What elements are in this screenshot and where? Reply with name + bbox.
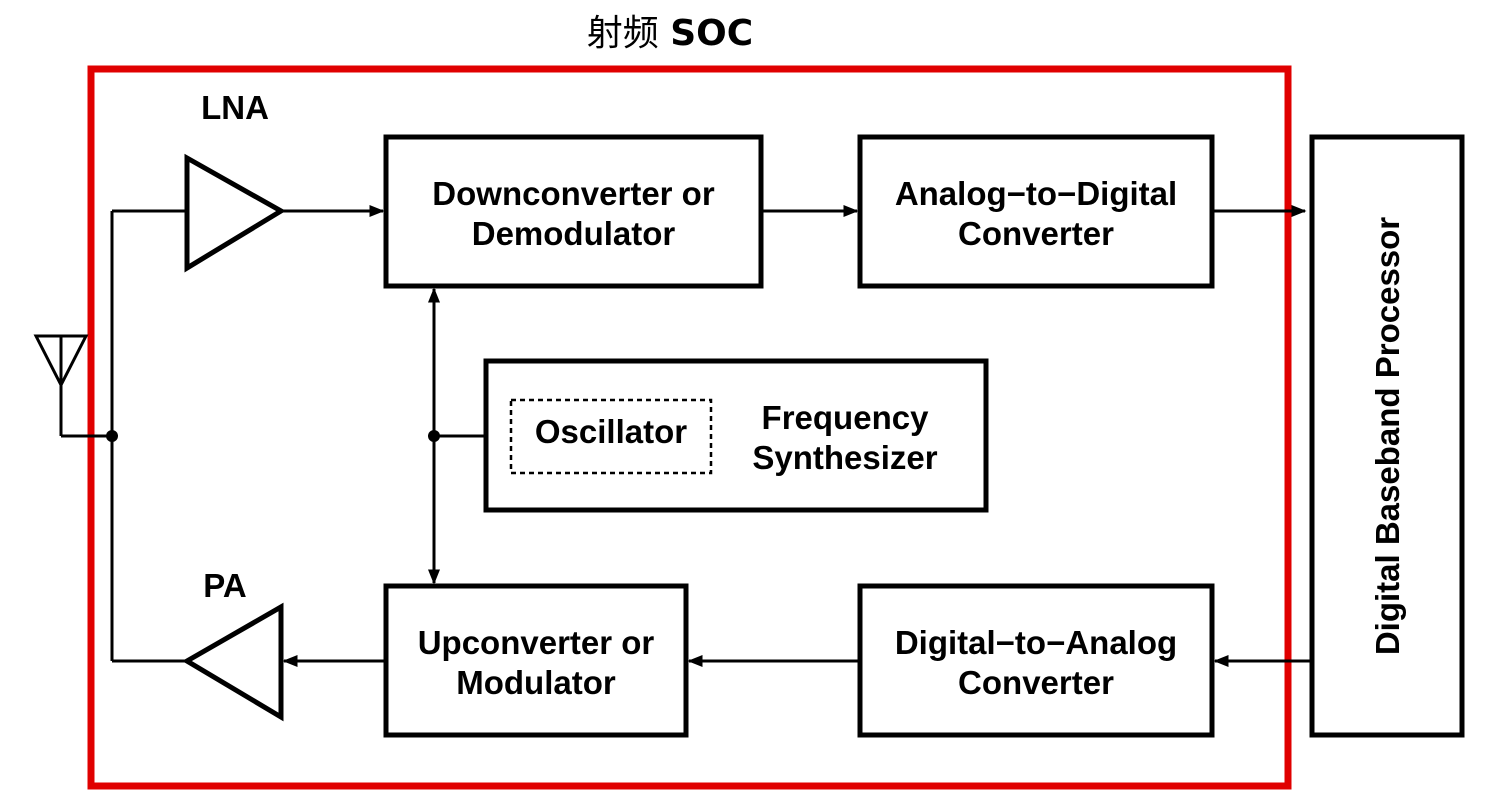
- dac-line1: Digital−to−Analog: [894, 624, 1178, 661]
- dsp-label: Digital Baseband Processor: [1369, 216, 1406, 656]
- downconverter-line1: Downconverter or: [432, 175, 715, 212]
- title-soc: SOC: [670, 13, 754, 54]
- downconverter-block: [383, 134, 764, 289]
- downconverter-line2: Demodulator: [471, 215, 676, 252]
- title-cn: 射频: [586, 13, 659, 54]
- soc-boundary: [87, 65, 1292, 790]
- oscillator-dashed-box: [509, 398, 713, 475]
- antenna-junction-dot: [106, 430, 118, 442]
- synth-block: [483, 358, 989, 513]
- diagram-title: 射频 SOC: [560, 12, 780, 56]
- synth-line1: Frequency: [761, 399, 929, 436]
- adc-block: [857, 134, 1215, 289]
- upconverter-line1: Upconverter or: [417, 624, 655, 661]
- dac-line2: Converter: [958, 664, 1114, 701]
- upconverter-line2: Modulator: [456, 664, 616, 701]
- adc-line2: Converter: [958, 215, 1114, 252]
- lna-label: LNA: [201, 89, 269, 126]
- adc-line1: Analog−to−Digital: [894, 175, 1178, 212]
- lna-amplifier-icon: [184, 153, 286, 273]
- upconverter-block: [383, 583, 689, 738]
- pa-label: PA: [203, 567, 247, 604]
- dsp-block: [1309, 134, 1465, 738]
- pa-amplifier-icon: [182, 602, 284, 722]
- antenna-icon: [33, 334, 112, 438]
- oscillator-label: Oscillator: [534, 413, 688, 450]
- synth-line2: Synthesizer: [752, 439, 938, 476]
